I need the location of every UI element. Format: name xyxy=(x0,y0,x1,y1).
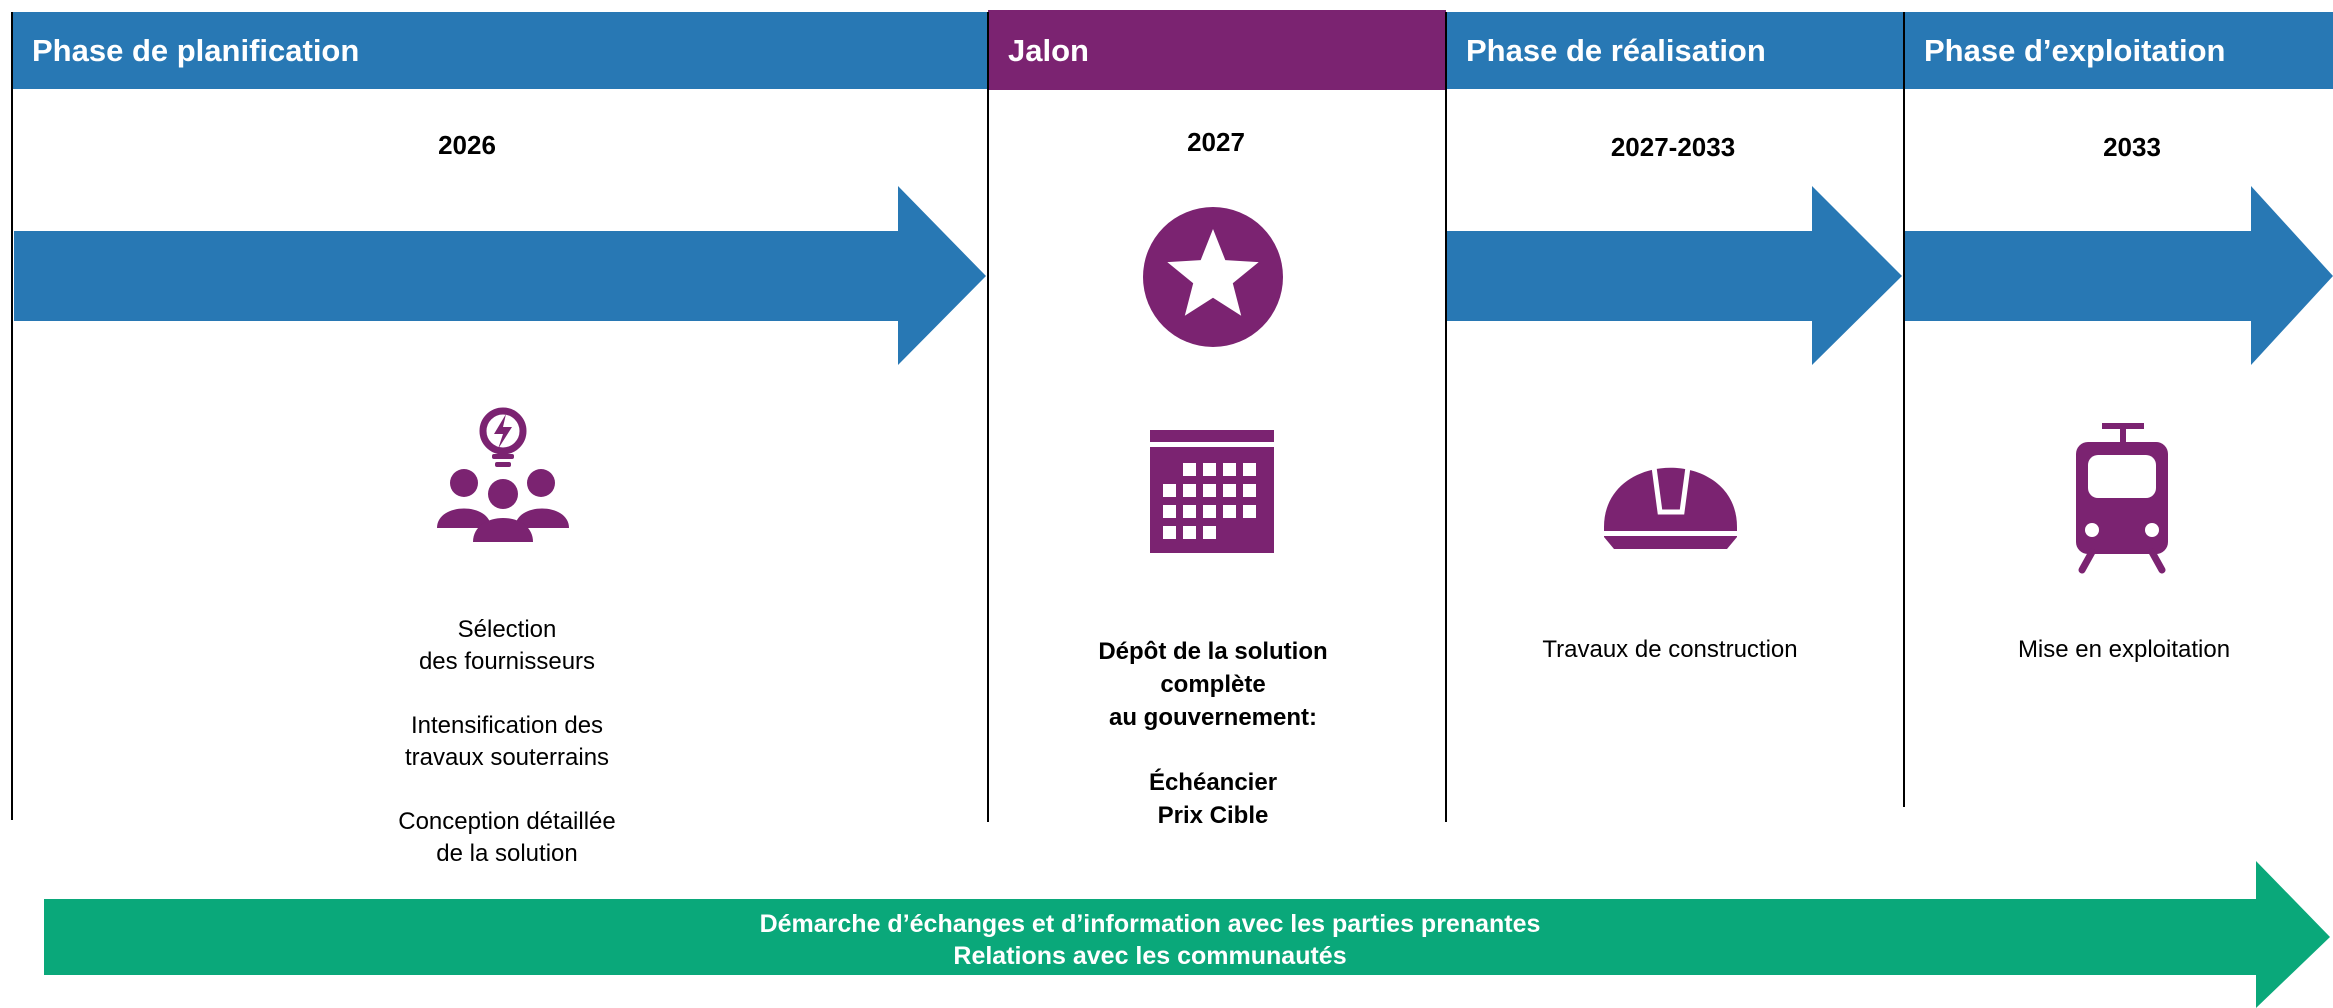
line: Intensification des xyxy=(410,712,604,739)
header-planification: Phase de planification xyxy=(12,12,988,89)
header-exploitation: Phase d’exploitation xyxy=(1904,12,2333,89)
jalon-description: Dépôt de la solution complète au gouvern… xyxy=(1003,635,1423,832)
arrow-realisation xyxy=(1447,186,1902,365)
header-realisation: Phase de réalisation xyxy=(1446,12,1904,89)
arrow-exploitation xyxy=(1905,186,2333,365)
calendar-icon xyxy=(1150,430,1274,553)
line: Dépôt de la solution xyxy=(1098,638,1328,665)
year-realisation: 2027-2033 xyxy=(1610,132,1736,162)
line: au gouvernement: xyxy=(1108,704,1318,731)
arrow-planification xyxy=(14,186,986,365)
year-exploitation: 2033 xyxy=(2103,132,2161,162)
divider-3 xyxy=(1903,12,1905,807)
line: des fournisseurs xyxy=(418,648,596,675)
divider-1 xyxy=(987,12,989,822)
exploitation-description: Mise en exploitation xyxy=(1914,634,2333,666)
people-idea-icon xyxy=(437,407,569,542)
year-jalon: 2027 xyxy=(1187,127,1245,157)
tram-icon xyxy=(2076,423,2168,574)
line: Sélection xyxy=(457,616,557,643)
line: Échéancier xyxy=(1148,769,1278,796)
line: travaux souterrains xyxy=(404,744,610,771)
divider-left xyxy=(11,12,13,820)
line: Conception détaillée xyxy=(398,808,616,835)
planification-description: Sélection des fournisseurs Intensificati… xyxy=(297,614,717,870)
line: Prix Cible xyxy=(1157,802,1269,829)
year-planification: 2026 xyxy=(438,130,496,160)
divider-2 xyxy=(1445,12,1447,822)
realisation-description: Travaux de construction xyxy=(1460,634,1880,666)
line: Travaux de construction xyxy=(1542,636,1798,663)
header-jalon: Jalon xyxy=(988,10,1446,90)
line: complète xyxy=(1160,671,1266,698)
banner-line-1: Démarche d’échanges et d’information ave… xyxy=(759,910,1541,938)
stakeholder-banner-text: Démarche d’échanges et d’information ave… xyxy=(40,908,2260,972)
hard-hat-icon xyxy=(1602,451,1739,549)
line: de la solution xyxy=(436,840,578,867)
stakeholder-arrow xyxy=(44,861,2330,1008)
line: Mise en exploitation xyxy=(2017,636,2231,663)
star-icon xyxy=(1143,207,1283,347)
banner-line-2: Relations avec les communautés xyxy=(953,942,1347,970)
